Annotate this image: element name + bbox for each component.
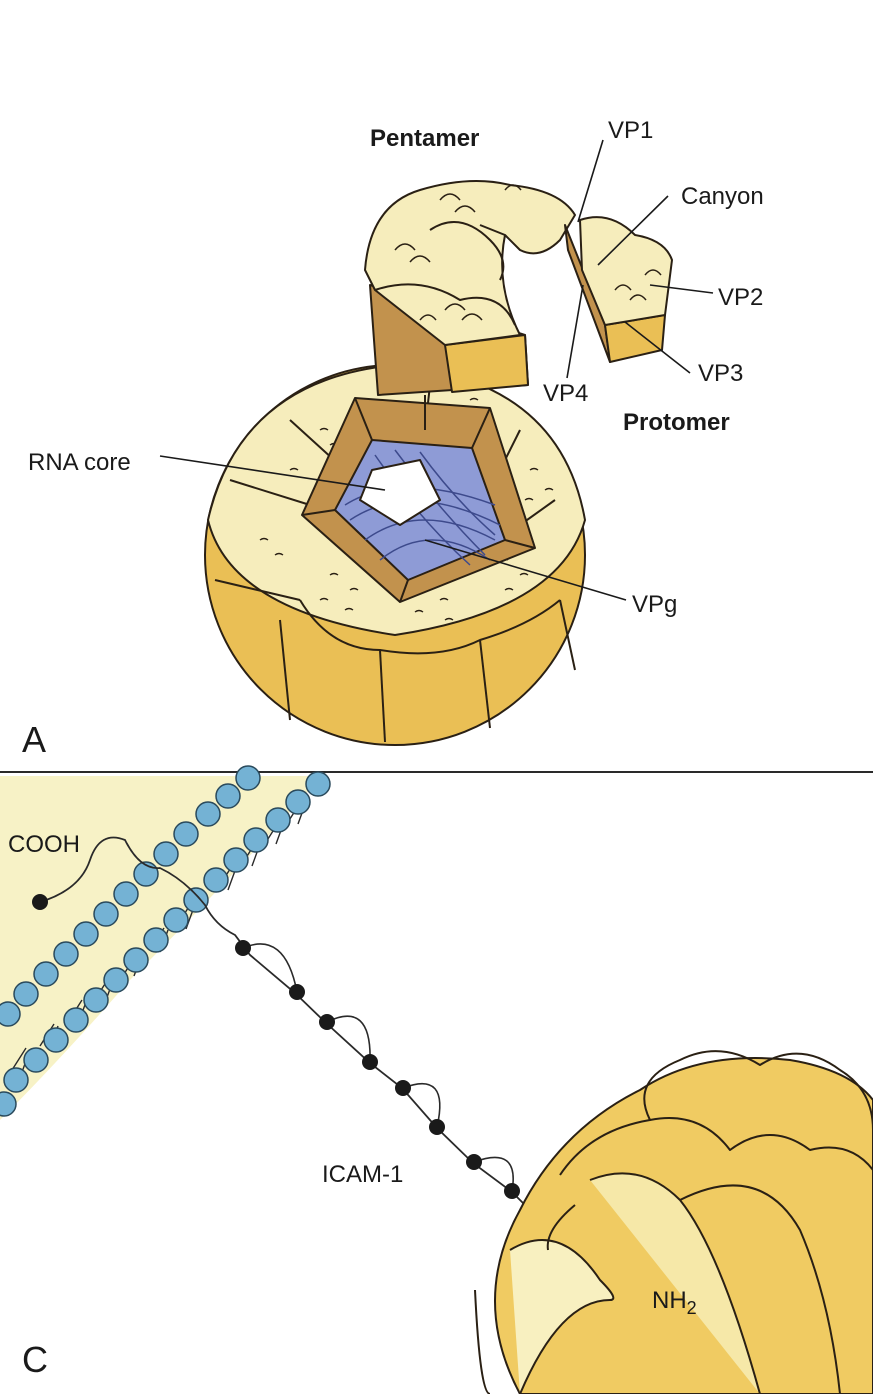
panel-c: COOH ICAM-1 NH2 C: [0, 765, 873, 1394]
label-vp2: VP2: [718, 284, 763, 311]
label-vp3: VP3: [698, 360, 743, 387]
leader-lines: [159, 139, 714, 601]
panel-letter-c: C: [22, 1339, 48, 1380]
panel-a: Pentamer VP1 Canyon VP2 VP3 VP4 Protomer…: [22, 117, 764, 760]
label-vp4: VP4: [543, 380, 588, 407]
label-cooh: COOH: [8, 831, 80, 858]
label-rna-core: RNA core: [28, 449, 131, 476]
pentagonal-cutout: [301, 395, 536, 603]
virus-surface: [474, 1050, 873, 1394]
label-vp1: VP1: [608, 117, 653, 144]
label-vpg: VPg: [632, 591, 677, 618]
label-protomer: Protomer: [623, 409, 730, 436]
label-pentamer: Pentamer: [370, 125, 479, 152]
label-icam-1: ICAM-1: [322, 1161, 403, 1188]
panel-letter-a: A: [22, 719, 46, 760]
label-nh2: NH2: [652, 1287, 697, 1318]
label-canyon: Canyon: [681, 183, 764, 210]
pentamer-fragment: [364, 180, 576, 396]
protomer-fragment: [564, 216, 673, 363]
